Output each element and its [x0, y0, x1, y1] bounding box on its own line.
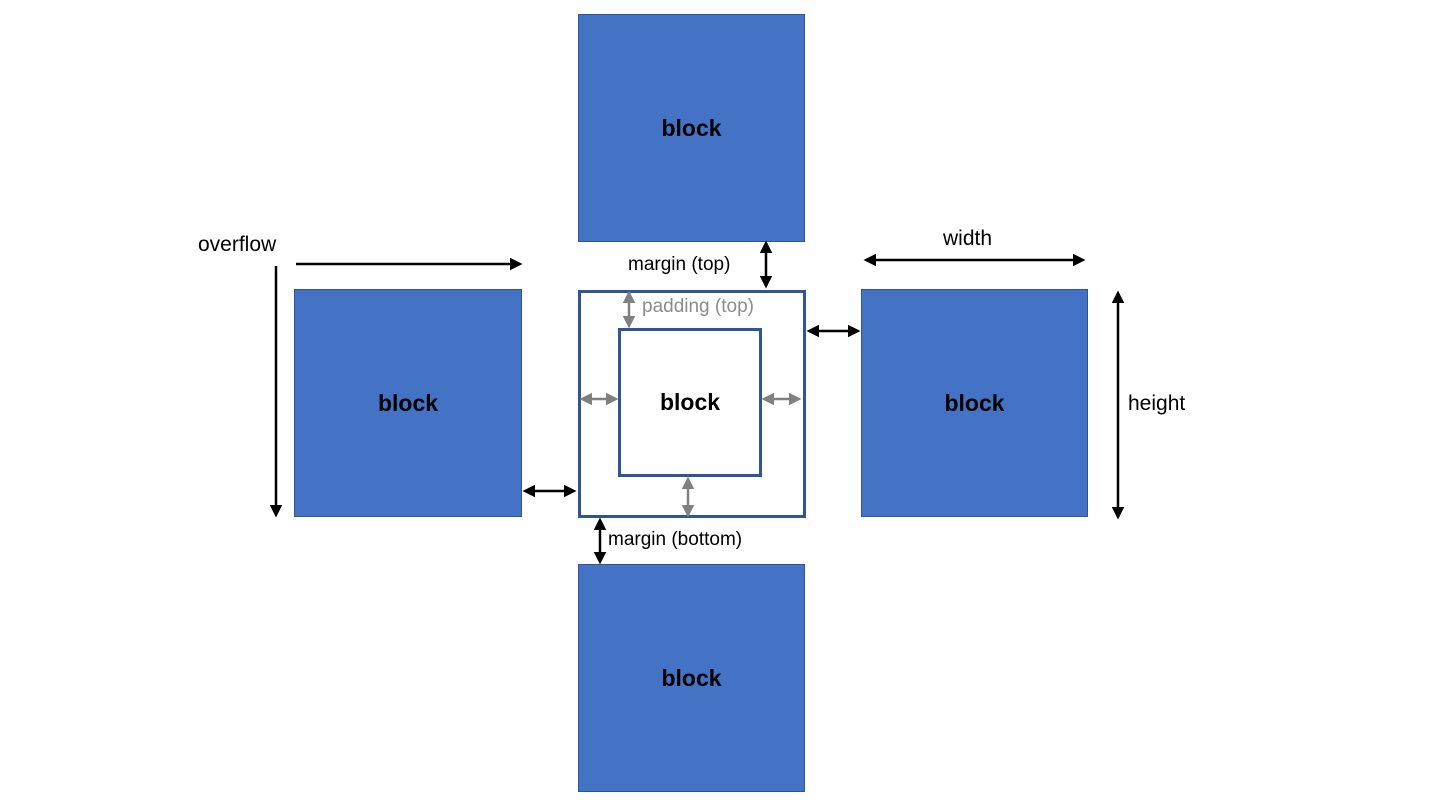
block-right-label: block [944, 389, 1005, 416]
block-bottom: block [578, 564, 805, 792]
overflow-label: overflow [198, 233, 277, 256]
margin-bottom-label: margin (bottom) [608, 529, 743, 550]
block-bottom-label: block [661, 664, 722, 691]
block-center-label: block [659, 389, 721, 415]
height-label: height [1128, 392, 1186, 415]
block-center: block [618, 328, 762, 477]
margin-top-label: margin (top) [628, 254, 731, 275]
block-top-label: block [661, 114, 722, 141]
block-left-label: block [377, 389, 439, 416]
width-label: width [943, 227, 993, 250]
block-left: block [294, 289, 522, 517]
block-right: block [861, 289, 1088, 517]
block-top: block [578, 14, 805, 242]
padding-top-label: padding (top) [642, 296, 754, 317]
